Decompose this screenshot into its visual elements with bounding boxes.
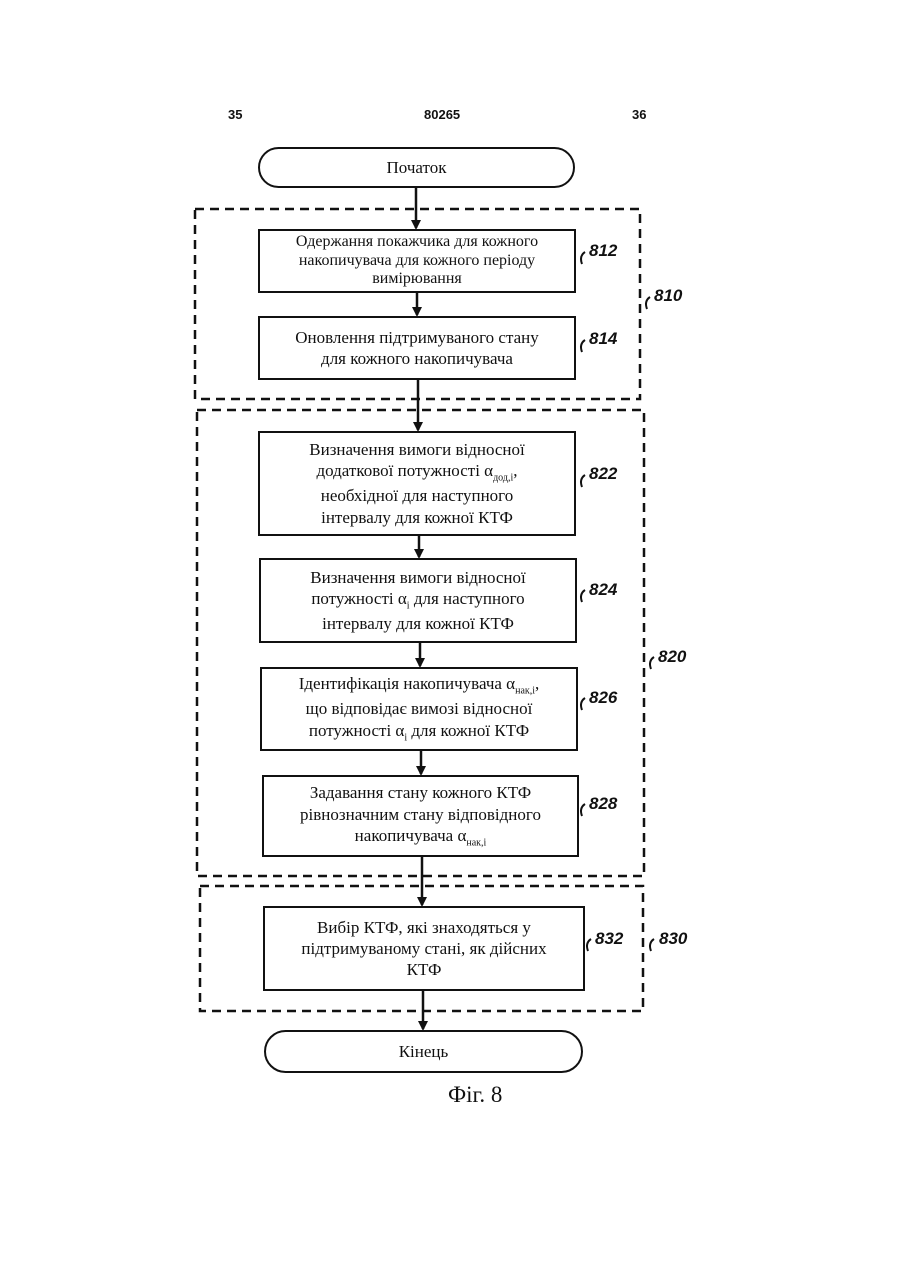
step-822-line-2: додаткової потужності αдод,і,	[309, 460, 524, 485]
step-826-box: Ідентифікація накопичувача αнак,і, що ві…	[260, 667, 578, 751]
ref-tick-830	[650, 939, 654, 951]
step-826-line: що відповідає вимозі відносної	[299, 698, 540, 719]
step-828-box: Задавання стану кожного КТФ рівнозначним…	[262, 775, 579, 857]
ref-822: 822	[589, 464, 617, 484]
start-label: Початок	[387, 157, 447, 178]
step-822-box: Визначення вимоги відносної додаткової п…	[258, 431, 576, 536]
ref-830: 830	[659, 929, 687, 949]
step-814-line: Оновлення підтримуваного стану	[295, 327, 539, 348]
step-828-line: рівнозначним стану відповідного	[300, 804, 541, 825]
ref-tick-822	[581, 475, 585, 487]
step-832-box: Вибір КТФ, які знаходяться у підтримуван…	[263, 906, 585, 991]
ref-826: 826	[589, 688, 617, 708]
ref-tick-824	[581, 590, 585, 602]
step-812-line: вимірювання	[296, 270, 538, 288]
step-824-box: Визначення вимоги відносної потужності α…	[259, 558, 577, 643]
end-label: Кінець	[399, 1041, 449, 1062]
figure-caption: Фіг. 8	[448, 1082, 502, 1108]
step-832-line: Вибір КТФ, які знаходяться у	[301, 917, 546, 938]
ref-814: 814	[589, 329, 617, 349]
ref-tick-810	[646, 297, 650, 309]
ref-832: 832	[595, 929, 623, 949]
step-814-line: для кожного накопичувача	[295, 348, 539, 369]
ref-tick-812	[581, 252, 585, 264]
step-826-line-1: Ідентифікація накопичувача αнак,і,	[299, 673, 540, 698]
step-832-line: КТФ	[301, 959, 546, 980]
step-812-line: накопичувача для кожного періоду	[296, 252, 538, 270]
ref-tick-828	[581, 804, 585, 816]
step-822-line: Визначення вимоги відносної	[309, 439, 524, 460]
step-824-line: Визначення вимоги відносної	[310, 567, 525, 588]
step-812-box: Одержання покажчика для кожного накопичу…	[258, 229, 576, 293]
step-826-line-3: потужності αi для кожної КТФ	[299, 720, 540, 745]
ref-812: 812	[589, 241, 617, 261]
step-828-line: Задавання стану кожного КТФ	[300, 782, 541, 803]
step-822-line: необхідної для наступного	[309, 485, 524, 506]
ref-tick-832	[587, 939, 591, 951]
end-terminator: Кінець	[264, 1030, 583, 1073]
step-812-line: Одержання покажчика для кожного	[296, 233, 538, 251]
ref-828: 828	[589, 794, 617, 814]
ref-824: 824	[589, 580, 617, 600]
ref-810: 810	[654, 286, 682, 306]
step-828-line-3: накопичувача αнак,і	[300, 825, 541, 850]
start-terminator: Початок	[258, 147, 575, 188]
step-824-line: інтервалу для кожної КТФ	[310, 613, 525, 634]
step-814-box: Оновлення підтримуваного стану для кожно…	[258, 316, 576, 380]
step-824-line-2: потужності αi для наступного	[310, 588, 525, 613]
ref-tick-814	[581, 340, 585, 352]
ref-820: 820	[658, 647, 686, 667]
step-832-line: підтримуваному стані, як дійсних	[301, 938, 546, 959]
ref-tick-826	[581, 698, 585, 710]
step-822-line: інтервалу для кожної КТФ	[309, 507, 524, 528]
ref-tick-820	[650, 657, 654, 669]
